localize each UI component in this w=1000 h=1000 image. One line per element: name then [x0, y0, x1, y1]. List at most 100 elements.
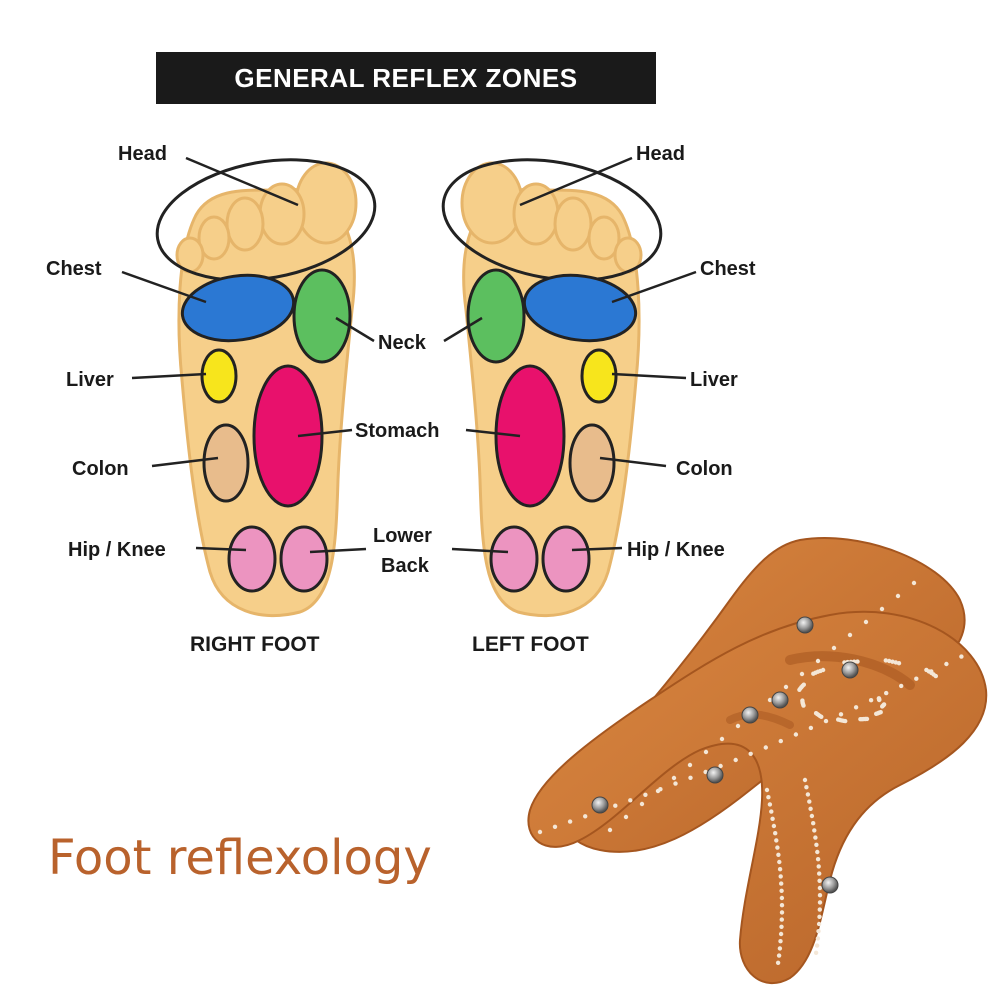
perforation-dot — [853, 705, 859, 710]
perforation-dot — [778, 939, 783, 944]
magnet-stud — [591, 796, 609, 814]
perforation-dot — [812, 828, 817, 833]
magnet-stud — [706, 766, 724, 784]
perforation-dot — [770, 816, 775, 821]
perforation-dot — [703, 769, 708, 775]
perforation-dot — [673, 781, 678, 786]
perforation-dot — [817, 914, 822, 919]
perforation-dot — [879, 606, 885, 612]
right-head-zone — [155, 158, 377, 282]
perforation-dot — [773, 831, 778, 836]
perforation-dot — [802, 777, 808, 783]
perforation-dot — [808, 806, 813, 811]
perforation-dot — [777, 946, 783, 951]
perforation-dot — [779, 903, 785, 908]
perforation-dot — [895, 593, 901, 599]
perforation-dot — [779, 888, 784, 893]
perforation-dot — [876, 696, 882, 701]
left-chest-zone — [522, 273, 638, 343]
perforation-dot — [779, 924, 784, 929]
perforation-dot — [613, 803, 618, 808]
right-lower-back-zone — [279, 525, 329, 593]
perforation-dot — [607, 827, 613, 833]
perforation-dot — [899, 683, 904, 689]
perforation-dot — [838, 712, 844, 717]
perforation-dot — [817, 893, 823, 898]
perforation-dot — [583, 814, 588, 819]
perforation-dot — [735, 723, 741, 729]
label-chest-right: Chest — [46, 258, 102, 280]
left-stomach-zone — [494, 364, 566, 508]
right-neck-zone — [292, 268, 352, 364]
magnet-stud — [796, 616, 814, 634]
perforation-dot — [959, 654, 964, 659]
perforation-dot — [816, 921, 822, 927]
magnet-stud — [841, 661, 859, 679]
perforation-dot — [763, 745, 768, 750]
perforation-dot — [777, 867, 783, 872]
perforation-dot — [817, 907, 822, 912]
perforation-dot — [887, 658, 892, 664]
perforation-dot — [914, 676, 919, 681]
right-foot — [155, 158, 377, 618]
label-neck: Neck — [378, 332, 427, 354]
perforation-dot — [815, 658, 821, 664]
perforation-dot — [793, 732, 799, 737]
perforation-dot — [863, 619, 869, 625]
perforation-dot — [766, 795, 771, 800]
caption-foot-reflexology: Foot reflexology — [48, 830, 432, 886]
perforation-dot — [911, 580, 917, 586]
perforation-dot — [814, 943, 820, 948]
perforation-dot — [831, 645, 837, 651]
perforation-dot — [655, 788, 661, 794]
perforation-dot — [771, 823, 777, 829]
perforation-dot — [567, 819, 573, 824]
perforation-dot — [813, 950, 819, 955]
perforation-dot — [779, 895, 785, 901]
perforation-dot — [868, 698, 874, 703]
perforation-dot — [883, 658, 888, 663]
label-left-foot: LEFT FOOT — [472, 633, 589, 656]
perforation-dot — [776, 852, 781, 857]
perforation-dot — [764, 787, 770, 793]
perforation-dot — [623, 814, 629, 820]
perforation-dot — [817, 871, 822, 876]
perforation-dot — [864, 716, 870, 722]
right-stomach-zone — [252, 364, 324, 508]
perforation-dot — [718, 763, 723, 769]
perforation-dot — [767, 697, 773, 703]
perforation-dot — [703, 749, 709, 755]
label-hip-knee-right: Hip / Knee — [68, 539, 166, 561]
perforation-dot — [893, 660, 898, 665]
perforation-dot — [805, 792, 811, 797]
perforation-dot — [801, 703, 806, 708]
perforation-dot — [809, 813, 815, 819]
perforation-dot — [777, 859, 782, 865]
insole-magnets — [591, 616, 859, 894]
perforation-dot — [643, 792, 648, 797]
perforation-dot — [783, 684, 789, 690]
label-liver-left: Liver — [690, 369, 738, 391]
label-lower-back-line2: Back — [381, 555, 430, 577]
left-colon-zone — [568, 423, 616, 503]
perforation-dot — [767, 802, 773, 807]
perforation-dot — [779, 917, 784, 922]
perforation-dot — [688, 775, 693, 780]
perforation-dot — [797, 687, 802, 692]
magnet-stud — [821, 876, 839, 894]
perforation-dot — [811, 671, 816, 676]
label-hip-knee-left: Hip / Knee — [627, 539, 725, 561]
label-right-foot: RIGHT FOOT — [190, 633, 320, 656]
right-liver-zone — [200, 348, 238, 404]
perforation-dot — [815, 936, 821, 941]
perforation-dot — [628, 798, 633, 803]
perforation-dot — [807, 799, 812, 804]
right-colon-zone — [202, 423, 250, 503]
perforation-dot — [799, 671, 805, 677]
perforation-dot — [813, 835, 818, 840]
label-colon-left: Colon — [676, 458, 733, 480]
perforation-dot — [769, 809, 774, 814]
perforation-dot — [847, 632, 853, 638]
perforation-dot — [779, 910, 785, 915]
